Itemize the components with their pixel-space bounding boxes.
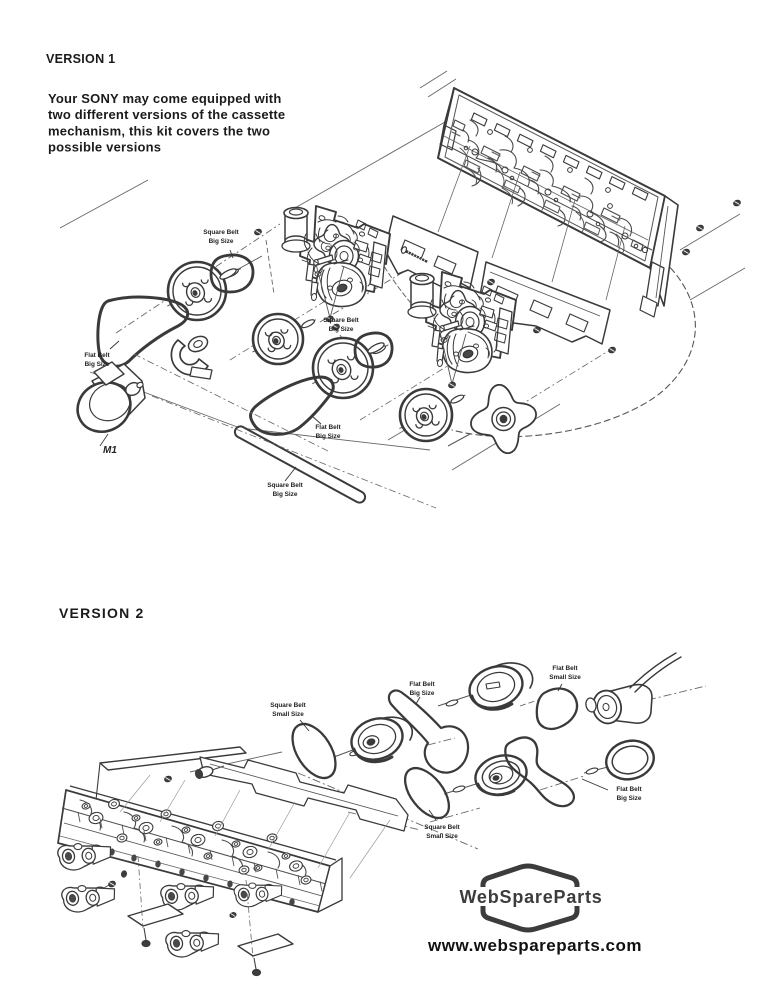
svg-text:Square Belt: Square Belt xyxy=(267,482,303,489)
svg-text:Big Size: Big Size xyxy=(85,361,110,368)
svg-text:Big Size: Big Size xyxy=(617,795,642,802)
svg-text:VERSION 1: VERSION 1 xyxy=(46,52,115,66)
svg-text:Small Size: Small Size xyxy=(272,711,304,718)
svg-text:www.webspareparts.com: www.webspareparts.com xyxy=(427,936,642,955)
svg-text:Your SONY may come equipped wi: Your SONY may come equipped with xyxy=(48,91,281,106)
svg-text:Square Belt: Square Belt xyxy=(203,229,239,236)
svg-text:Flat Belt: Flat Belt xyxy=(315,424,341,431)
svg-text:Big Size: Big Size xyxy=(273,491,298,498)
svg-text:two different versions of the: two different versions of the cassette xyxy=(48,107,285,122)
svg-text:Small Size: Small Size xyxy=(426,833,458,840)
svg-text:Big Size: Big Size xyxy=(316,433,341,440)
svg-text:Square Belt: Square Belt xyxy=(424,824,460,831)
svg-text:Big Size: Big Size xyxy=(410,690,435,697)
svg-text:Flat Belt: Flat Belt xyxy=(409,681,435,688)
svg-text:Square Belt: Square Belt xyxy=(323,317,359,324)
svg-text:Flat Belt: Flat Belt xyxy=(552,665,578,672)
svg-text:VERSION 2: VERSION 2 xyxy=(59,605,145,621)
svg-text:Flat Belt: Flat Belt xyxy=(84,352,110,359)
svg-text:Big Size: Big Size xyxy=(329,326,354,333)
svg-text:WebSpareParts: WebSpareParts xyxy=(459,887,602,907)
svg-text:mechanism, this kit covers the: mechanism, this kit covers the two xyxy=(48,123,270,138)
svg-text:Flat Belt: Flat Belt xyxy=(616,786,642,793)
svg-text:M1: M1 xyxy=(103,445,117,456)
svg-text:Small Size: Small Size xyxy=(549,674,581,681)
svg-text:possible versions: possible versions xyxy=(48,140,161,155)
svg-text:Big Size: Big Size xyxy=(209,238,234,245)
svg-text:Square Belt: Square Belt xyxy=(270,702,306,709)
